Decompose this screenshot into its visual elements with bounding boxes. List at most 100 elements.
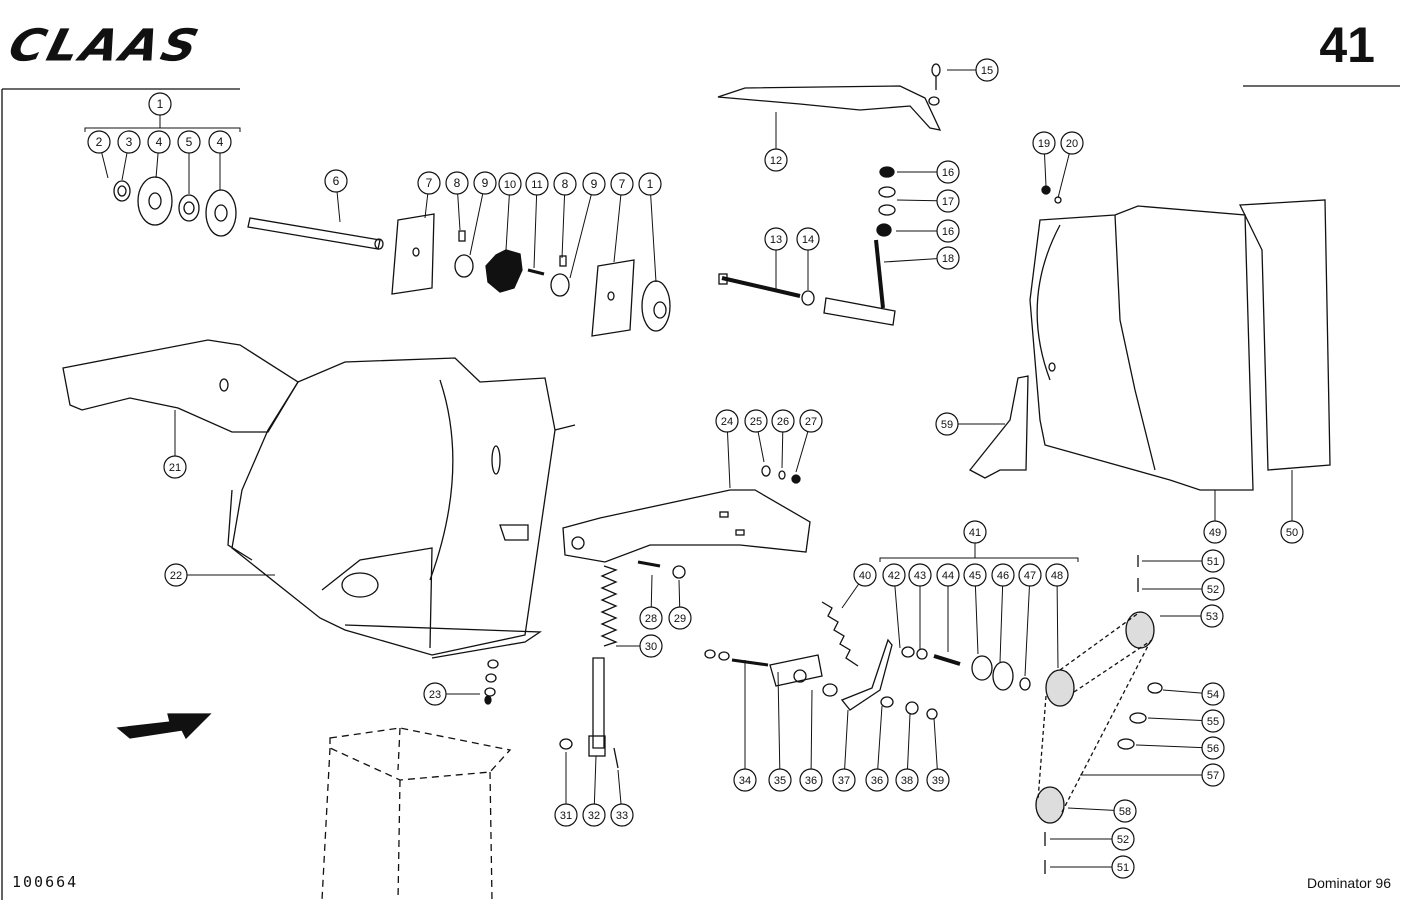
callout-circle: [417, 171, 441, 195]
callout-43: 43: [908, 563, 932, 650]
callout-circle: [582, 803, 606, 827]
callout-49: 49: [1203, 490, 1227, 544]
callout-circle: [1201, 682, 1225, 706]
callout-44: 44: [936, 563, 960, 652]
callout-circle: [148, 92, 172, 116]
callout-leader: [617, 769, 622, 805]
callout-number: 30: [645, 641, 657, 653]
callout-leader: [999, 585, 1004, 663]
callout-circle: [117, 130, 141, 154]
callout-circle: [768, 768, 792, 792]
callout-number: 50: [1286, 527, 1298, 539]
callout-circle: [963, 563, 987, 587]
callout-number: 52: [1207, 584, 1219, 596]
callout-8: 8: [553, 172, 577, 259]
callout-circle: [963, 520, 987, 544]
callout-30: 30: [616, 634, 663, 658]
callout-circle: [733, 768, 757, 792]
callout-circle: [799, 409, 823, 433]
callout-22: 22: [164, 563, 275, 587]
callout-51: 51: [1050, 855, 1135, 879]
callout-number: 58: [1119, 806, 1131, 818]
callout-13: 13: [764, 227, 788, 290]
callout-57: 57: [1080, 763, 1225, 787]
callout-circle: [936, 189, 960, 213]
callout-circle: [715, 409, 739, 433]
callout-leader: [1067, 807, 1115, 811]
callout-48: 48: [1045, 563, 1069, 669]
callout-number: 47: [1024, 570, 1036, 582]
callout-leader: [336, 191, 341, 223]
callout-number: 19: [1038, 138, 1050, 150]
callout-number: 12: [770, 155, 782, 167]
callout-4: 4: [147, 130, 171, 179]
callout-31: 31: [554, 752, 578, 827]
callout-leader: [757, 431, 765, 463]
callout-circle: [423, 682, 447, 706]
callout-18: 18: [883, 246, 960, 270]
callout-28: 28: [639, 574, 663, 630]
callout-number: 59: [941, 419, 953, 431]
callout-45: 45: [963, 563, 987, 655]
callout-number: 48: [1051, 570, 1063, 582]
callout-7: 7: [417, 171, 441, 219]
callout-circle: [771, 409, 795, 433]
callout-number: 52: [1117, 834, 1129, 846]
callout-number: 2: [96, 135, 103, 149]
callout-leader: [844, 709, 849, 770]
callout-number: 6: [333, 174, 340, 188]
callout-number: 55: [1207, 716, 1219, 728]
callout-circle: [1203, 520, 1227, 544]
callout-leader: [894, 585, 901, 649]
callout-42: 42: [882, 563, 906, 649]
callout-36: 36: [799, 689, 823, 792]
main-housing: [62, 339, 576, 705]
callout-number: 56: [1207, 743, 1219, 755]
callout-number: 36: [805, 775, 817, 787]
callout-8: 8: [445, 171, 469, 231]
callout-number: 7: [619, 177, 626, 191]
callout-number: 24: [721, 416, 733, 428]
document-number: 100664: [12, 873, 79, 891]
callout-2: 2: [87, 130, 111, 179]
callout-circle: [147, 130, 171, 154]
callout-circle: [796, 227, 820, 251]
callout-51: 51: [1142, 549, 1225, 573]
callout-circle: [882, 563, 906, 587]
callout-leader: [877, 705, 883, 770]
callout-number: 57: [1207, 770, 1219, 782]
callout-circle: [936, 563, 960, 587]
callout-1: 1: [638, 172, 662, 283]
callout-25: 25: [744, 409, 768, 463]
callout-number: 25: [750, 416, 762, 428]
callout-52: 52: [1050, 827, 1135, 851]
callout-circle: [1201, 709, 1225, 733]
callout-circle: [445, 171, 469, 195]
callout-circle: [908, 563, 932, 587]
callout-number: 10: [504, 179, 516, 191]
callout-circle: [610, 172, 634, 196]
group-bracket: [879, 552, 1079, 562]
callout-number: 31: [560, 810, 572, 822]
callout-leader: [469, 193, 484, 256]
callout-6: 6: [324, 169, 348, 223]
callout-17: 17: [896, 189, 960, 213]
callout-circle: [1032, 131, 1056, 155]
callout-circle: [865, 768, 889, 792]
callout-circle: [638, 172, 662, 196]
callout-circle: [610, 803, 634, 827]
callout-number: 4: [217, 135, 224, 149]
callout-number: 29: [674, 613, 686, 625]
bearing-assembly-parts: [113, 176, 671, 337]
callout-number: 51: [1117, 862, 1129, 874]
callout-38: 38: [895, 713, 919, 792]
callout-leader: [613, 194, 622, 263]
callout-number: 21: [169, 462, 181, 474]
callout-number: 28: [645, 613, 657, 625]
callout-leader: [1024, 585, 1030, 677]
callout-leader: [155, 152, 159, 179]
callout-number: 54: [1207, 689, 1219, 701]
callout-leader: [883, 258, 938, 263]
